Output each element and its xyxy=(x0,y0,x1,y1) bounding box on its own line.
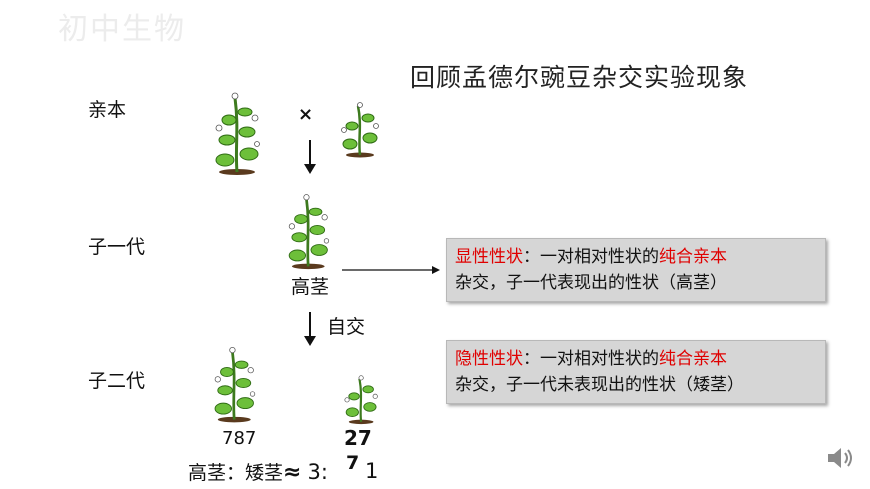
arrow-down-icon xyxy=(304,140,316,174)
recessive-trait-box: 隐性性状：一对相对性状的纯合亲本 杂交，子一代未表现出的性状（矮茎） xyxy=(446,340,826,404)
f2-short-pea-plant-icon xyxy=(344,375,378,425)
approx-symbol: ≈ xyxy=(283,460,302,485)
recessive-text: ：一对相对性状的 xyxy=(523,349,659,369)
recessive-line-2: 杂交，子一代未表现出的性状（矮茎） xyxy=(455,375,744,395)
dominant-text: ：一对相对性状的 xyxy=(523,247,659,267)
short-pea-plant-icon xyxy=(341,102,379,158)
arrow-right-icon xyxy=(342,266,440,274)
f2-label: 子二代 xyxy=(88,370,146,392)
f1-label: 子一代 xyxy=(88,236,146,258)
cross-symbol: × xyxy=(298,104,314,125)
speaker-icon[interactable] xyxy=(826,445,856,471)
page-title: 回顾孟德尔豌豆杂交实验现象 xyxy=(410,63,749,92)
dominant-line-2: 杂交，子一代表现出的性状（高茎） xyxy=(455,273,727,293)
dominant-highlight: 纯合亲本 xyxy=(659,247,727,267)
recessive-line-1: 隐性性状：一对相对性状的纯合亲本 xyxy=(455,346,817,372)
tall-pea-plant-icon xyxy=(215,92,260,175)
dominant-line-1: 显性性状：一对相对性状的纯合亲本 xyxy=(455,244,817,270)
f1-tall-pea-plant-icon xyxy=(288,194,330,270)
recessive-highlight: 纯合亲本 xyxy=(659,349,727,369)
arrow-down-icon-2 xyxy=(304,312,316,346)
tall-count: 787 xyxy=(222,428,257,449)
ratio-line: 高茎：矮茎≈ 3: xyxy=(188,458,328,485)
recessive-term: 隐性性状 xyxy=(455,349,523,369)
short-count-b: 7 xyxy=(346,452,360,474)
ratio-value: 3: xyxy=(307,460,328,484)
short-count-a: 27 xyxy=(344,426,372,450)
self-cross-label: 自交 xyxy=(327,316,366,338)
dominant-trait-box: 显性性状：一对相对性状的纯合亲本 杂交，子一代表现出的性状（高茎） xyxy=(446,238,826,302)
parents-label: 亲本 xyxy=(88,99,127,121)
f1-plant-label: 高茎 xyxy=(291,276,330,298)
watermark: 初中生物 xyxy=(58,12,186,47)
f2-tall-pea-plant-icon xyxy=(214,346,256,423)
ratio-one: 1 xyxy=(365,459,379,483)
ratio-prefix: 高茎：矮茎 xyxy=(188,462,284,484)
dominant-term: 显性性状 xyxy=(455,247,523,267)
